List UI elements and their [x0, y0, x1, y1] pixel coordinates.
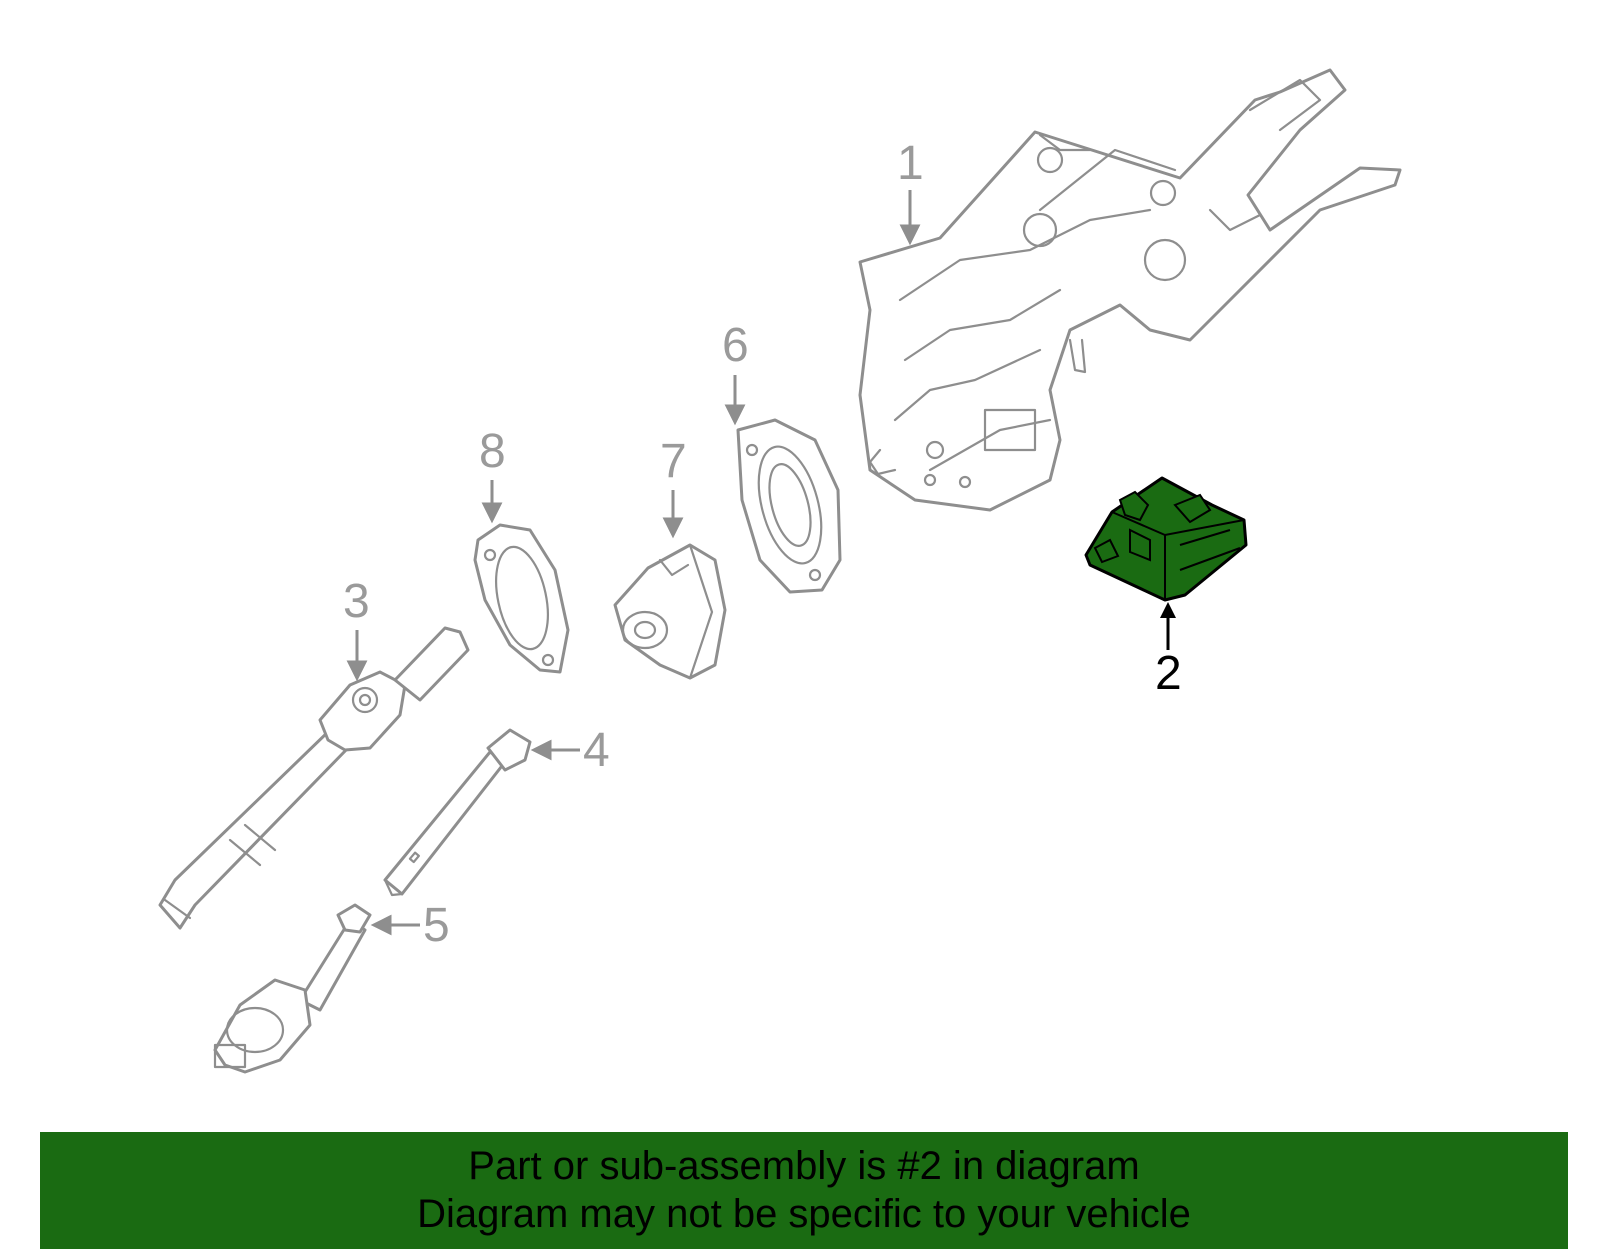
banner-line-1: Part or sub-assembly is #2 in diagram — [468, 1144, 1140, 1188]
callout-7: 7 — [660, 435, 687, 488]
leader-arrow-6 — [724, 375, 746, 426]
banner-line-2: Diagram may not be specific to your vehi… — [417, 1192, 1191, 1236]
part-6-flange-housing[interactable] — [736, 418, 842, 594]
leader-arrow-7 — [662, 490, 684, 539]
part-4-short-shaft[interactable] — [383, 728, 532, 897]
leader-arrow-5 — [370, 914, 420, 936]
leader-arrow-4 — [530, 739, 580, 761]
part-1-steering-column[interactable] — [858, 68, 1402, 512]
callout-1: 1 — [897, 137, 924, 190]
part-2-module-highlighted[interactable] — [1084, 476, 1248, 602]
callout-2: 2 — [1155, 647, 1182, 700]
callout-4: 4 — [583, 724, 610, 777]
callout-8: 8 — [479, 425, 506, 478]
info-banner: Part or sub-assembly is #2 in diagram Di… — [40, 1132, 1568, 1249]
callout-6: 6 — [722, 319, 749, 372]
leader-arrow-8 — [481, 480, 503, 524]
leader-arrow-3 — [346, 630, 368, 682]
callout-5: 5 — [423, 899, 450, 952]
part-5-lower-coupler[interactable] — [213, 903, 372, 1074]
callout-3: 3 — [343, 575, 370, 628]
leader-arrow-1 — [899, 190, 921, 246]
part-8-gasket[interactable] — [473, 523, 570, 674]
leader-arrow-2 — [1160, 602, 1176, 650]
part-7-boot-seal[interactable] — [613, 543, 727, 680]
part-3-intermediate-shaft[interactable] — [158, 626, 470, 930]
